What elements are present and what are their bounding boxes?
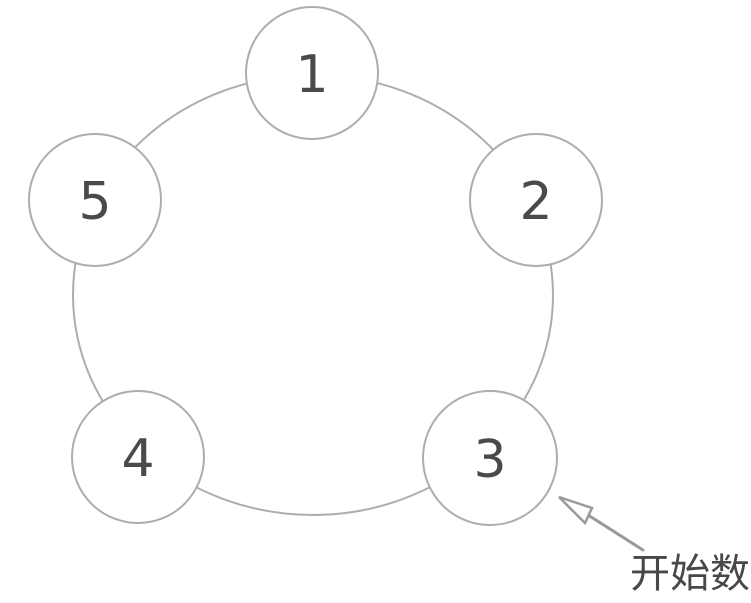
node-2-label: 2 [519, 172, 552, 232]
node-3-circle [422, 390, 558, 526]
node-1: 1 [245, 6, 379, 140]
node-4: 4 [71, 390, 205, 524]
node-3: 3 [422, 390, 558, 526]
annotation-label: 开始数 [630, 551, 750, 597]
node-4-circle [71, 390, 205, 524]
node-1-label: 1 [295, 45, 328, 105]
node-1-circle [245, 6, 379, 140]
node-4-label: 4 [121, 429, 154, 489]
node-2-circle [469, 133, 603, 267]
start-annotation-arrow [558, 495, 645, 552]
node-5-label: 5 [78, 172, 111, 232]
arrow-shaft [586, 513, 645, 552]
node-5-circle [28, 133, 162, 267]
node-2: 2 [469, 133, 603, 267]
arrow-head-icon [558, 495, 594, 526]
node-5: 5 [28, 133, 162, 267]
node-3-label: 3 [473, 430, 506, 490]
